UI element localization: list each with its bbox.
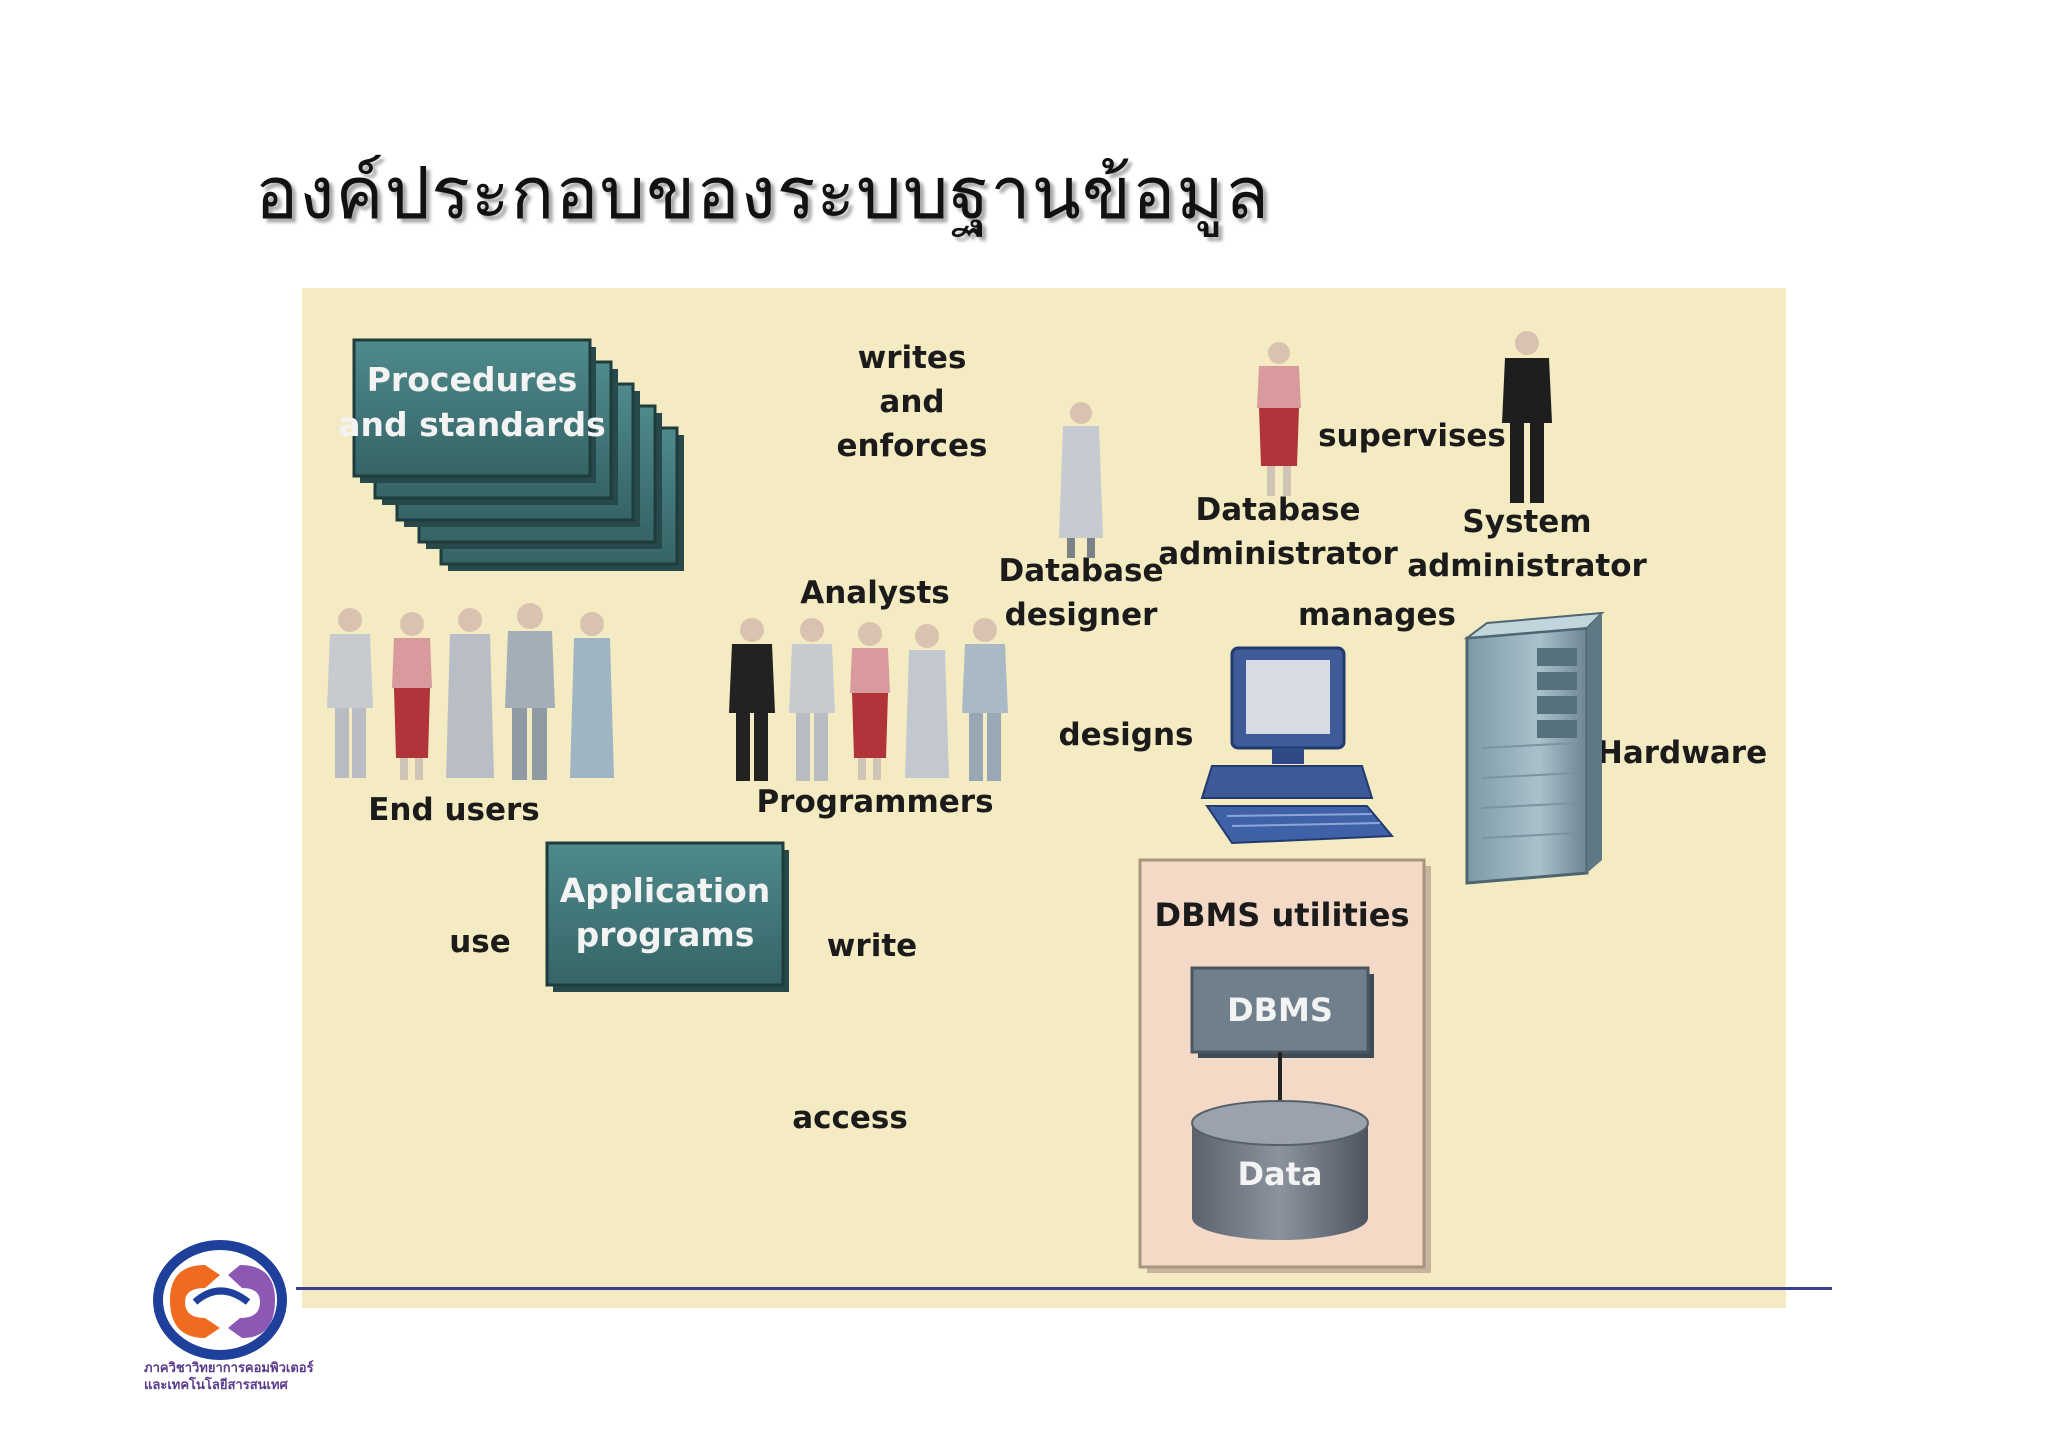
hardware-label: Hardware xyxy=(1597,735,1767,771)
access-label: access xyxy=(792,1100,908,1136)
labels: writes and enforces supervises Database … xyxy=(368,340,1767,1136)
sys-admin-label-line1: System xyxy=(1462,504,1591,540)
logo-caption-line2: และเทคโนโลยีสารสนเทศ xyxy=(144,1378,288,1393)
computer-workstation-icon xyxy=(1200,646,1395,845)
programmers-group xyxy=(729,618,1008,781)
procedures-label-line2: and standards xyxy=(338,405,605,444)
app-label-line1: Application xyxy=(560,871,771,910)
dbms-label: DBMS xyxy=(1227,991,1333,1029)
db-admin-label-line2: administrator xyxy=(1158,536,1398,572)
procedures-box-stack: Procedures and standards xyxy=(338,338,684,571)
slide-title: องค์ประกอบของระบบฐานข้อมูล xyxy=(255,151,1270,235)
db-designer-label-line1: Database xyxy=(999,553,1164,589)
db-designer-label-line2: designer xyxy=(1005,597,1159,633)
database-designer-figure xyxy=(1059,402,1103,558)
analysts-label: Analysts xyxy=(800,575,950,611)
system-administrator-figure xyxy=(1502,331,1552,503)
dbms-utilities-label: DBMS utilities xyxy=(1155,896,1410,934)
manages-label: manages xyxy=(1298,597,1456,633)
dbms-utilities-panel: DBMS utilities DBMS Data xyxy=(1138,858,1431,1273)
bottom-divider-line xyxy=(296,1287,1832,1290)
db-admin-label-line1: Database xyxy=(1196,492,1361,528)
application-programs-box: Application programs xyxy=(545,841,789,992)
logo-caption-line1: ภาควิชาวิทยาการคอมพิวเตอร์ xyxy=(144,1361,314,1376)
end-users-label: End users xyxy=(368,792,540,828)
hardware-tower-icon xyxy=(1463,611,1605,885)
writes-label-line3: enforces xyxy=(836,428,987,464)
writes-label-line2: and xyxy=(879,384,944,420)
programmers-label: Programmers xyxy=(756,784,993,820)
designs-label: designs xyxy=(1058,717,1193,753)
people-figures xyxy=(327,331,1552,781)
logo-caption: ภาควิชาวิทยาการคอมพิวเตอร์ และเทคโนโลยีส… xyxy=(144,1360,334,1394)
data-label: Data xyxy=(1237,1155,1322,1193)
supervises-label: supervises xyxy=(1318,418,1506,454)
data-cylinder: Data xyxy=(1191,1100,1369,1240)
procedures-label-line1: Procedures xyxy=(367,360,578,399)
app-label-line2: programs xyxy=(576,915,755,954)
writes-label-line1: writes xyxy=(858,340,967,376)
department-logo xyxy=(153,1240,287,1360)
write-label: write xyxy=(827,928,917,964)
database-administrator-figure xyxy=(1257,342,1301,496)
sys-admin-label-line2: administrator xyxy=(1407,548,1647,584)
end-users-group xyxy=(327,603,614,780)
database-system-components-diagram: Procedures and standards writes and enfo… xyxy=(302,288,1786,1308)
diagram-canvas: Procedures and standards writes and enfo… xyxy=(327,331,1767,1273)
use-label: use xyxy=(449,924,511,960)
